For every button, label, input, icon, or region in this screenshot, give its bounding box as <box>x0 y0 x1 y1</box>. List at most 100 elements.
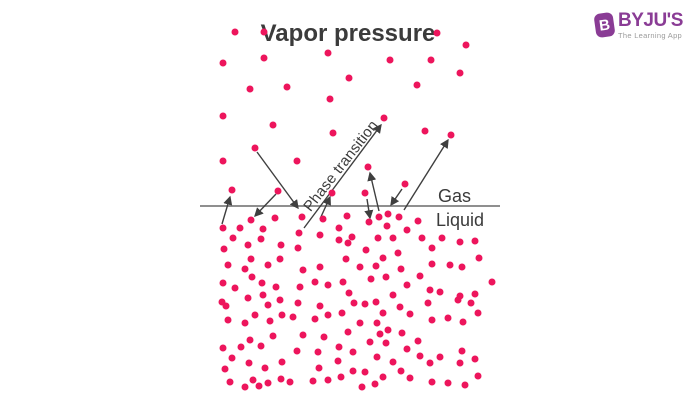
liquid-molecule-dot <box>444 314 452 322</box>
liquid-molecule-dot <box>376 330 384 338</box>
gas-molecule-dot <box>401 180 409 188</box>
liquid-molecule-dot <box>272 283 280 291</box>
liquid-molecule-dot <box>475 254 483 262</box>
gas-molecule-dot <box>251 144 259 152</box>
liquid-molecule-dot <box>316 302 324 310</box>
liquid-molecule-dot <box>334 357 342 365</box>
liquid-molecule-dot <box>249 376 257 384</box>
liquid-molecule-dot <box>446 261 454 269</box>
gas-molecule-dot <box>413 81 421 89</box>
liquid-molecule-dot <box>320 333 328 341</box>
byjus-tagline: The Learning App <box>618 31 683 40</box>
liquid-molecule-dot <box>339 278 347 286</box>
liquid-molecule-dot <box>467 299 475 307</box>
condensation-arrow-1 <box>256 151 299 210</box>
liquid-molecule-dot <box>231 284 239 292</box>
liquid-molecule-dot <box>269 332 277 340</box>
liquid-molecule-dot <box>316 263 324 271</box>
liquid-molecule-dot <box>454 296 462 304</box>
condensation-arrow-2 <box>254 193 277 217</box>
liquid-molecule-dot <box>247 216 255 224</box>
liquid-molecule-dot <box>293 347 301 355</box>
liquid-molecule-dot <box>276 255 284 263</box>
liquid-molecule-dot <box>358 383 366 391</box>
liquid-molecule-dot <box>311 315 319 323</box>
liquid-molecule-dot <box>349 367 357 375</box>
liquid-molecule-dot <box>298 213 306 221</box>
liquid-molecule-dot <box>471 355 479 363</box>
liquid-molecule-dot <box>372 262 380 270</box>
gas-molecule-dot <box>364 163 372 171</box>
liquid-molecule-dot <box>229 234 237 242</box>
liquid-molecule-dot <box>389 358 397 366</box>
liquid-molecule-dot <box>436 288 444 296</box>
liquid-molecule-dot <box>394 249 402 257</box>
liquid-molecule-dot <box>458 263 466 271</box>
liquid-molecule-dot <box>414 217 422 225</box>
liquid-molecule-dot <box>397 265 405 273</box>
liquid-molecule-dot <box>379 254 387 262</box>
liquid-molecule-dot <box>349 348 357 356</box>
liquid-molecule-dot <box>403 226 411 234</box>
liquid-molecule-dot <box>418 234 426 242</box>
liquid-molecule-dot <box>219 224 227 232</box>
liquid-molecule-dot <box>241 383 249 391</box>
liquid-molecule-dot <box>458 347 466 355</box>
liquid-molecule-dot <box>396 303 404 311</box>
liquid-molecule-dot <box>264 379 272 387</box>
liquid-molecule-dot <box>416 352 424 360</box>
liquid-molecule-dot <box>314 348 322 356</box>
liquid-molecule-dot <box>406 310 414 318</box>
gas-molecule-dot <box>324 49 332 57</box>
liquid-molecule-dot <box>382 273 390 281</box>
liquid-molecule-dot <box>222 302 230 310</box>
gas-molecule-dot <box>283 83 291 91</box>
liquid-molecule-dot <box>264 301 272 309</box>
liquid-molecule-dot <box>344 239 352 247</box>
liquid-label: Liquid <box>436 210 485 230</box>
liquid-molecule-dot <box>361 300 369 308</box>
liquid-molecule-dot <box>362 246 370 254</box>
liquid-molecule-dot <box>335 343 343 351</box>
liquid-molecule-dot <box>416 272 424 280</box>
liquid-molecule-dot <box>294 244 302 252</box>
gas-molecule-dot <box>462 41 470 49</box>
liquid-molecule-dot <box>372 298 380 306</box>
liquid-molecule-dot <box>375 213 383 221</box>
liquid-molecule-dot <box>384 326 392 334</box>
gas-molecule-dot <box>260 28 268 36</box>
gas-molecule-dot <box>219 112 227 120</box>
liquid-molecule-dot <box>424 299 432 307</box>
liquid-molecule-dot <box>342 255 350 263</box>
liquid-molecule-dot <box>220 245 228 253</box>
gas-label: Gas <box>438 186 472 206</box>
liquid-molecule-dot <box>241 319 249 327</box>
liquid-molecule-dot <box>403 345 411 353</box>
gas-molecule-dot <box>386 56 394 64</box>
liquid-molecule-dot <box>428 244 436 252</box>
liquid-molecule-dot <box>403 281 411 289</box>
liquid-molecule-dot <box>459 318 467 326</box>
gas-molecule-dot <box>231 28 239 36</box>
liquid-molecule-dot <box>247 255 255 263</box>
liquid-molecule-dot <box>389 234 397 242</box>
evaporation-arrow-1 <box>221 195 233 225</box>
liquid-molecule-dot <box>398 329 406 337</box>
liquid-molecule-dot <box>414 337 422 345</box>
liquid-molecule-dot <box>366 338 374 346</box>
gas-molecule-dot <box>456 69 464 77</box>
liquid-molecule-dot <box>319 215 327 223</box>
liquid-molecule-dot <box>367 275 375 283</box>
liquid-molecule-dot <box>365 218 373 226</box>
liquid-molecule-dot <box>379 309 387 317</box>
liquid-molecule-dot <box>373 319 381 327</box>
gas-molecule-dot <box>219 157 227 165</box>
liquid-molecule-dot <box>348 233 356 241</box>
liquid-molecule-dot <box>335 224 343 232</box>
liquid-molecule-dot <box>277 375 285 383</box>
liquid-molecule-dot <box>276 296 284 304</box>
liquid-molecule-dot <box>295 229 303 237</box>
liquid-molecule-dot <box>224 261 232 269</box>
liquid-molecule-dot <box>218 298 226 306</box>
liquid-molecule-dot <box>278 358 286 366</box>
